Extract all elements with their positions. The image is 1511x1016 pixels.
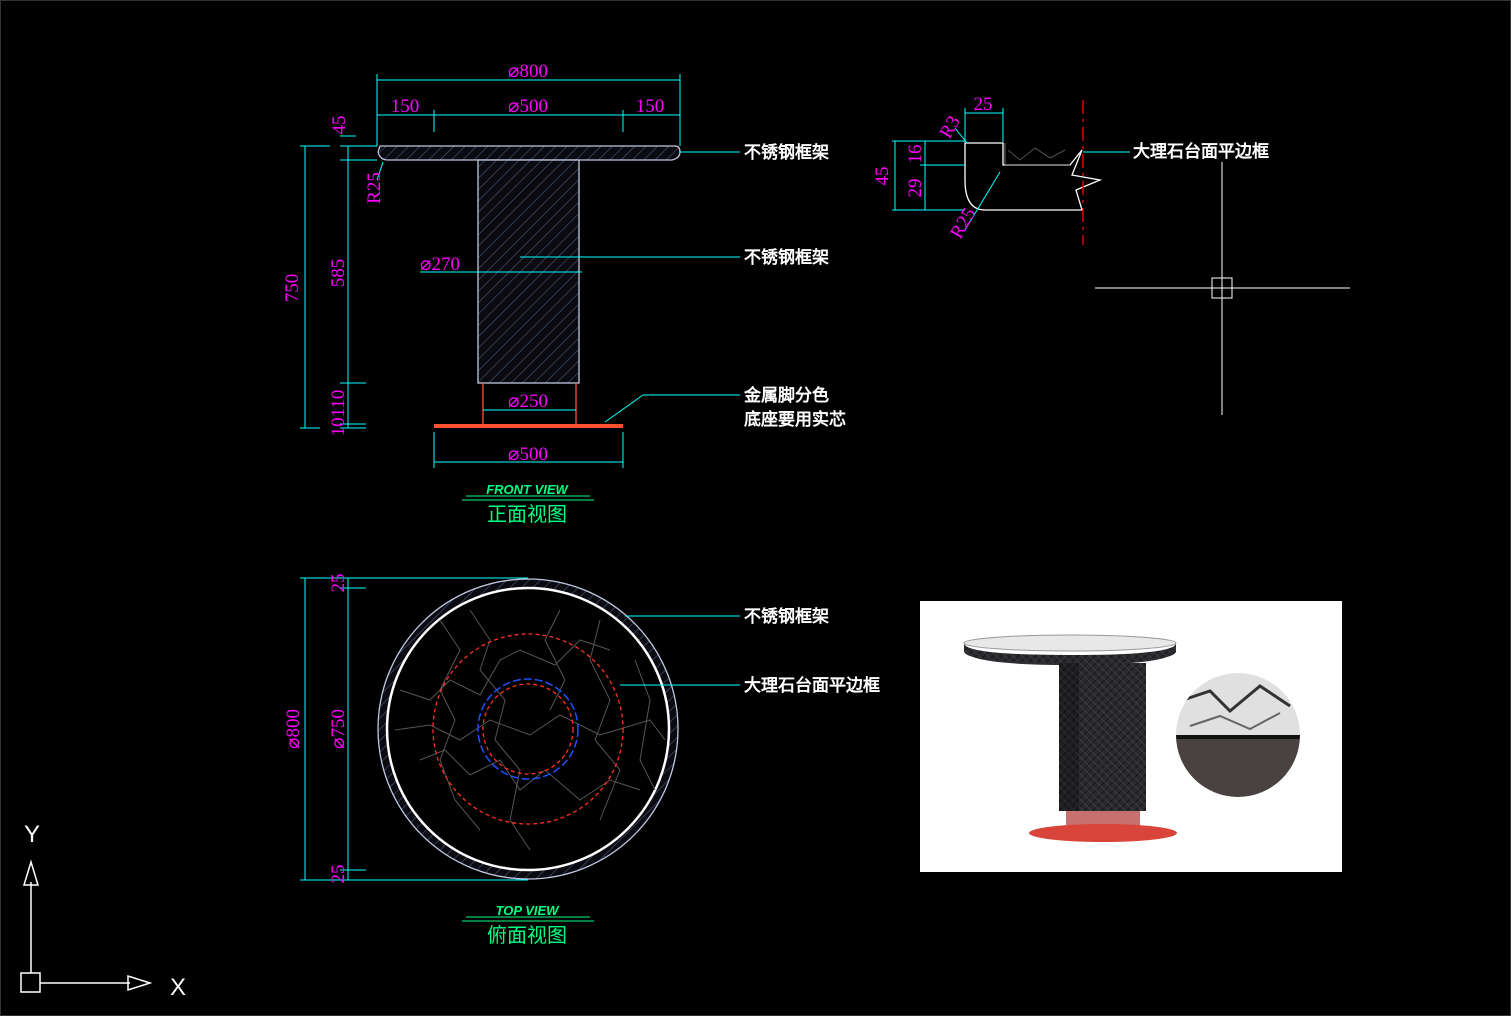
dim-detail-total: 45	[872, 167, 893, 186]
label-detail-marble-edge: 大理石台面平边框	[1133, 141, 1269, 162]
ucs-y-label: Y	[24, 821, 40, 848]
marble-vein	[1007, 147, 1066, 161]
label-column-frame: 不锈钢框架	[744, 247, 829, 268]
dim-top-thickness: 45	[329, 116, 350, 135]
label-foot-note-2: 底座要用实芯	[744, 409, 846, 430]
front-view-title-en: FRONT VIEW	[486, 482, 569, 497]
dim-right-overhang: 150	[636, 96, 665, 117]
top-dimension-lines	[300, 577, 740, 881]
dim-top-rim-lower: 25	[328, 865, 349, 884]
reference-photo-illustration	[963, 634, 1300, 842]
dim-top-inner-dia: ⌀750	[328, 709, 349, 749]
dim-detail-top-width: 25	[974, 94, 993, 115]
marble-inlay	[1004, 143, 1070, 166]
base-plate[interactable]	[434, 424, 623, 428]
dim-foot-dia: ⌀250	[508, 391, 548, 412]
dim-base-dia: ⌀500	[508, 444, 548, 465]
edge-profile[interactable]	[964, 142, 1103, 211]
ucs-x-label: X	[170, 974, 186, 1001]
marble-top-circle[interactable]	[385, 586, 671, 872]
reference-photo[interactable]	[920, 601, 1342, 872]
dim-base-height: 10110	[328, 390, 349, 437]
edge-detail: 25 R3 45 16 29 R25 大理石台面平边框	[872, 94, 1269, 245]
inner-red-circle[interactable]	[482, 683, 574, 775]
marble-veins	[394, 609, 666, 851]
label-foot-note-1: 金属脚分色	[743, 385, 829, 406]
dim-detail-r3: R3	[936, 112, 965, 142]
front-dimension-lines	[300, 74, 740, 468]
photo-top-rim	[964, 643, 1176, 663]
top-view: ⌀800 ⌀750 25 25 不锈钢框架 大理石台面平边框 TOP VIEW …	[283, 574, 880, 948]
dim-left-overhang: 150	[391, 96, 420, 117]
dim-total-height: 750	[282, 274, 303, 303]
tabletop-section[interactable]	[377, 145, 681, 161]
top-view-title-cn: 俯面视图	[487, 923, 567, 947]
column-outline-circle[interactable]	[432, 633, 624, 825]
dim-top-outer-dia: ⌀800	[283, 709, 304, 749]
photo-column	[1059, 663, 1146, 811]
photo-edge-inset	[1176, 673, 1300, 797]
top-view-title-en: TOP VIEW	[496, 903, 561, 918]
dim-center-width: ⌀500	[508, 96, 548, 117]
label-top-frame-ring: 不锈钢框架	[744, 606, 829, 627]
label-top-frame: 不锈钢框架	[744, 142, 829, 163]
photo-base	[1029, 824, 1177, 842]
photo-marble-top	[963, 634, 1177, 652]
dim-column-dia: ⌀270	[420, 254, 460, 275]
front-view-title-cn: 正面视图	[487, 502, 567, 526]
dim-edge-radius: R25	[364, 172, 385, 204]
dim-detail-lower: 29	[905, 179, 926, 198]
dim-top-width: ⌀800	[508, 61, 548, 82]
ucs-icon: Y X	[20, 821, 186, 1001]
dim-top-rim-upper: 25	[328, 574, 349, 593]
detail-dimension-lines	[892, 108, 1130, 231]
front-view: ⌀800 150 ⌀500 150 ⌀270 ⌀250 ⌀500 45 R25 …	[282, 61, 846, 526]
cad-crosshair-cursor[interactable]	[1095, 162, 1350, 415]
dim-column-height: 585	[328, 259, 349, 288]
label-top-marble: 大理石台面平边框	[744, 675, 880, 696]
dim-detail-upper: 16	[905, 145, 926, 164]
inner-blue-circle[interactable]	[477, 678, 579, 780]
